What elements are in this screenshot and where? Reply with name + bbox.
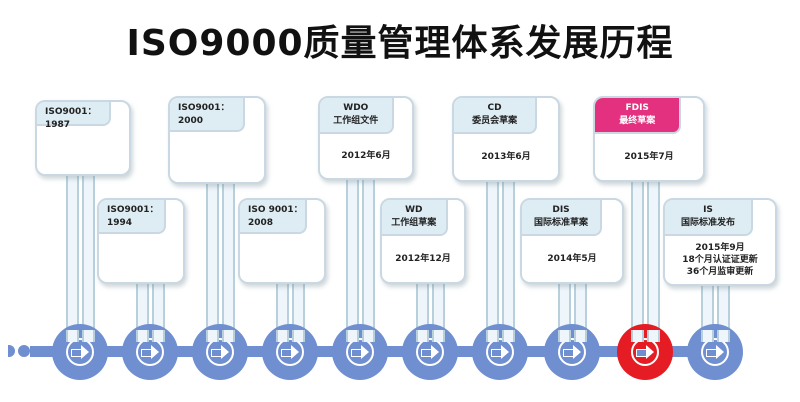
milestone-pole [136, 330, 149, 342]
milestone-card: ISO9001：1994 [97, 198, 185, 284]
milestone-pole [502, 330, 515, 342]
milestone-date [99, 234, 183, 282]
milestone-pole [292, 330, 305, 342]
milestone-pole [362, 330, 375, 342]
arrow-right-icon [66, 338, 94, 366]
milestone-header: ISO 9001：2008 [240, 200, 308, 234]
milestone-date: 2014年5月 [547, 254, 597, 264]
milestone-card: CD 委员会草案 2013年6月 [452, 96, 560, 182]
milestone-pole [346, 176, 359, 340]
milestone-date: 2012年6月 [341, 151, 391, 161]
arrow-right-icon [276, 338, 304, 366]
milestone-pole [631, 178, 644, 340]
milestone-node [332, 324, 388, 380]
milestone-header: WD 工作组草案 [382, 200, 448, 236]
milestone-card: ISO9001：1987 [35, 100, 131, 176]
milestone-date: 2013年6月 [481, 152, 531, 162]
arrow-right-icon [558, 338, 586, 366]
milestone-pole [346, 330, 359, 342]
milestone-card: ISO9001：2000 [168, 96, 266, 184]
milestone-card: DIS 国际标准草案 2014年5月 [520, 198, 624, 284]
milestone-card: IS 国际标准发布 2015年9月 18个月认证证更新 36个月监审更新 [663, 198, 777, 286]
diagram-title: ISO9000质量管理体系发展历程 [126, 23, 674, 64]
milestone-pole [82, 172, 95, 340]
milestone-pole [631, 330, 644, 342]
milestone-header: ISO9001：1994 [99, 200, 167, 234]
arrow-right-icon [486, 338, 514, 366]
milestone-pole [82, 330, 95, 342]
milestone-pole [647, 330, 660, 342]
milestone-header: WDO 工作组文件 [320, 98, 394, 134]
milestone-header: CD 委员会草案 [454, 98, 538, 134]
milestone-pole [486, 330, 499, 342]
milestone-date: 2012年12月 [395, 254, 451, 264]
milestone-node [122, 324, 178, 380]
arrow-right-icon [346, 338, 374, 366]
milestone-header: FDIS 最终草案 [595, 98, 682, 134]
milestone-date [37, 126, 129, 174]
arrow-right-icon [136, 338, 164, 366]
milestone-node [544, 324, 600, 380]
milestone-node [402, 324, 458, 380]
milestone-pole [717, 330, 730, 342]
milestone-pole [502, 178, 515, 340]
milestone-node [472, 324, 528, 380]
milestone-header: ISO9001：1987 [37, 102, 111, 130]
milestone-node [262, 324, 318, 380]
axis-start-dot [18, 345, 30, 357]
axis-start-dot [8, 345, 15, 357]
milestone-pole [701, 330, 714, 342]
milestone-pole [362, 176, 375, 340]
milestone-pole [206, 180, 219, 340]
milestone-date: 2015年9月 18个月认证证更新 36个月监审更新 [682, 243, 758, 277]
milestone-header: IS 国际标准发布 [665, 200, 753, 236]
milestone-pole [558, 330, 571, 342]
milestone-pole [66, 172, 79, 340]
milestone-pole [276, 330, 289, 342]
milestone-pole [574, 330, 587, 342]
arrow-right-icon [206, 338, 234, 366]
milestone-header: DIS 国际标准草案 [522, 200, 602, 236]
milestone-card: WD 工作组草案 2012年12月 [380, 198, 466, 284]
milestone-date [240, 234, 324, 282]
milestone-card: WDO 工作组文件 2012年6月 [318, 96, 414, 180]
milestone-header: ISO9001：2000 [170, 98, 246, 132]
arrow-right-icon [631, 338, 659, 366]
milestone-pole [416, 330, 429, 342]
milestone-node [52, 324, 108, 380]
milestone-node [192, 324, 248, 380]
milestone-date [170, 132, 264, 182]
milestone-pole [432, 330, 445, 342]
milestone-card: FDIS 最终草案 2015年7月 [593, 96, 705, 182]
milestone-node [617, 324, 673, 380]
milestone-pole [486, 178, 499, 340]
arrow-right-icon [701, 338, 729, 366]
milestone-card: ISO 9001：2008 [238, 198, 326, 284]
milestone-pole [66, 330, 79, 342]
milestone-node [687, 324, 743, 380]
milestone-date: 2015年7月 [624, 152, 674, 162]
milestone-pole [222, 180, 235, 340]
milestone-pole [647, 178, 660, 340]
milestone-pole [206, 330, 219, 342]
milestone-pole [222, 330, 235, 342]
arrow-right-icon [416, 338, 444, 366]
milestone-pole [152, 330, 165, 342]
